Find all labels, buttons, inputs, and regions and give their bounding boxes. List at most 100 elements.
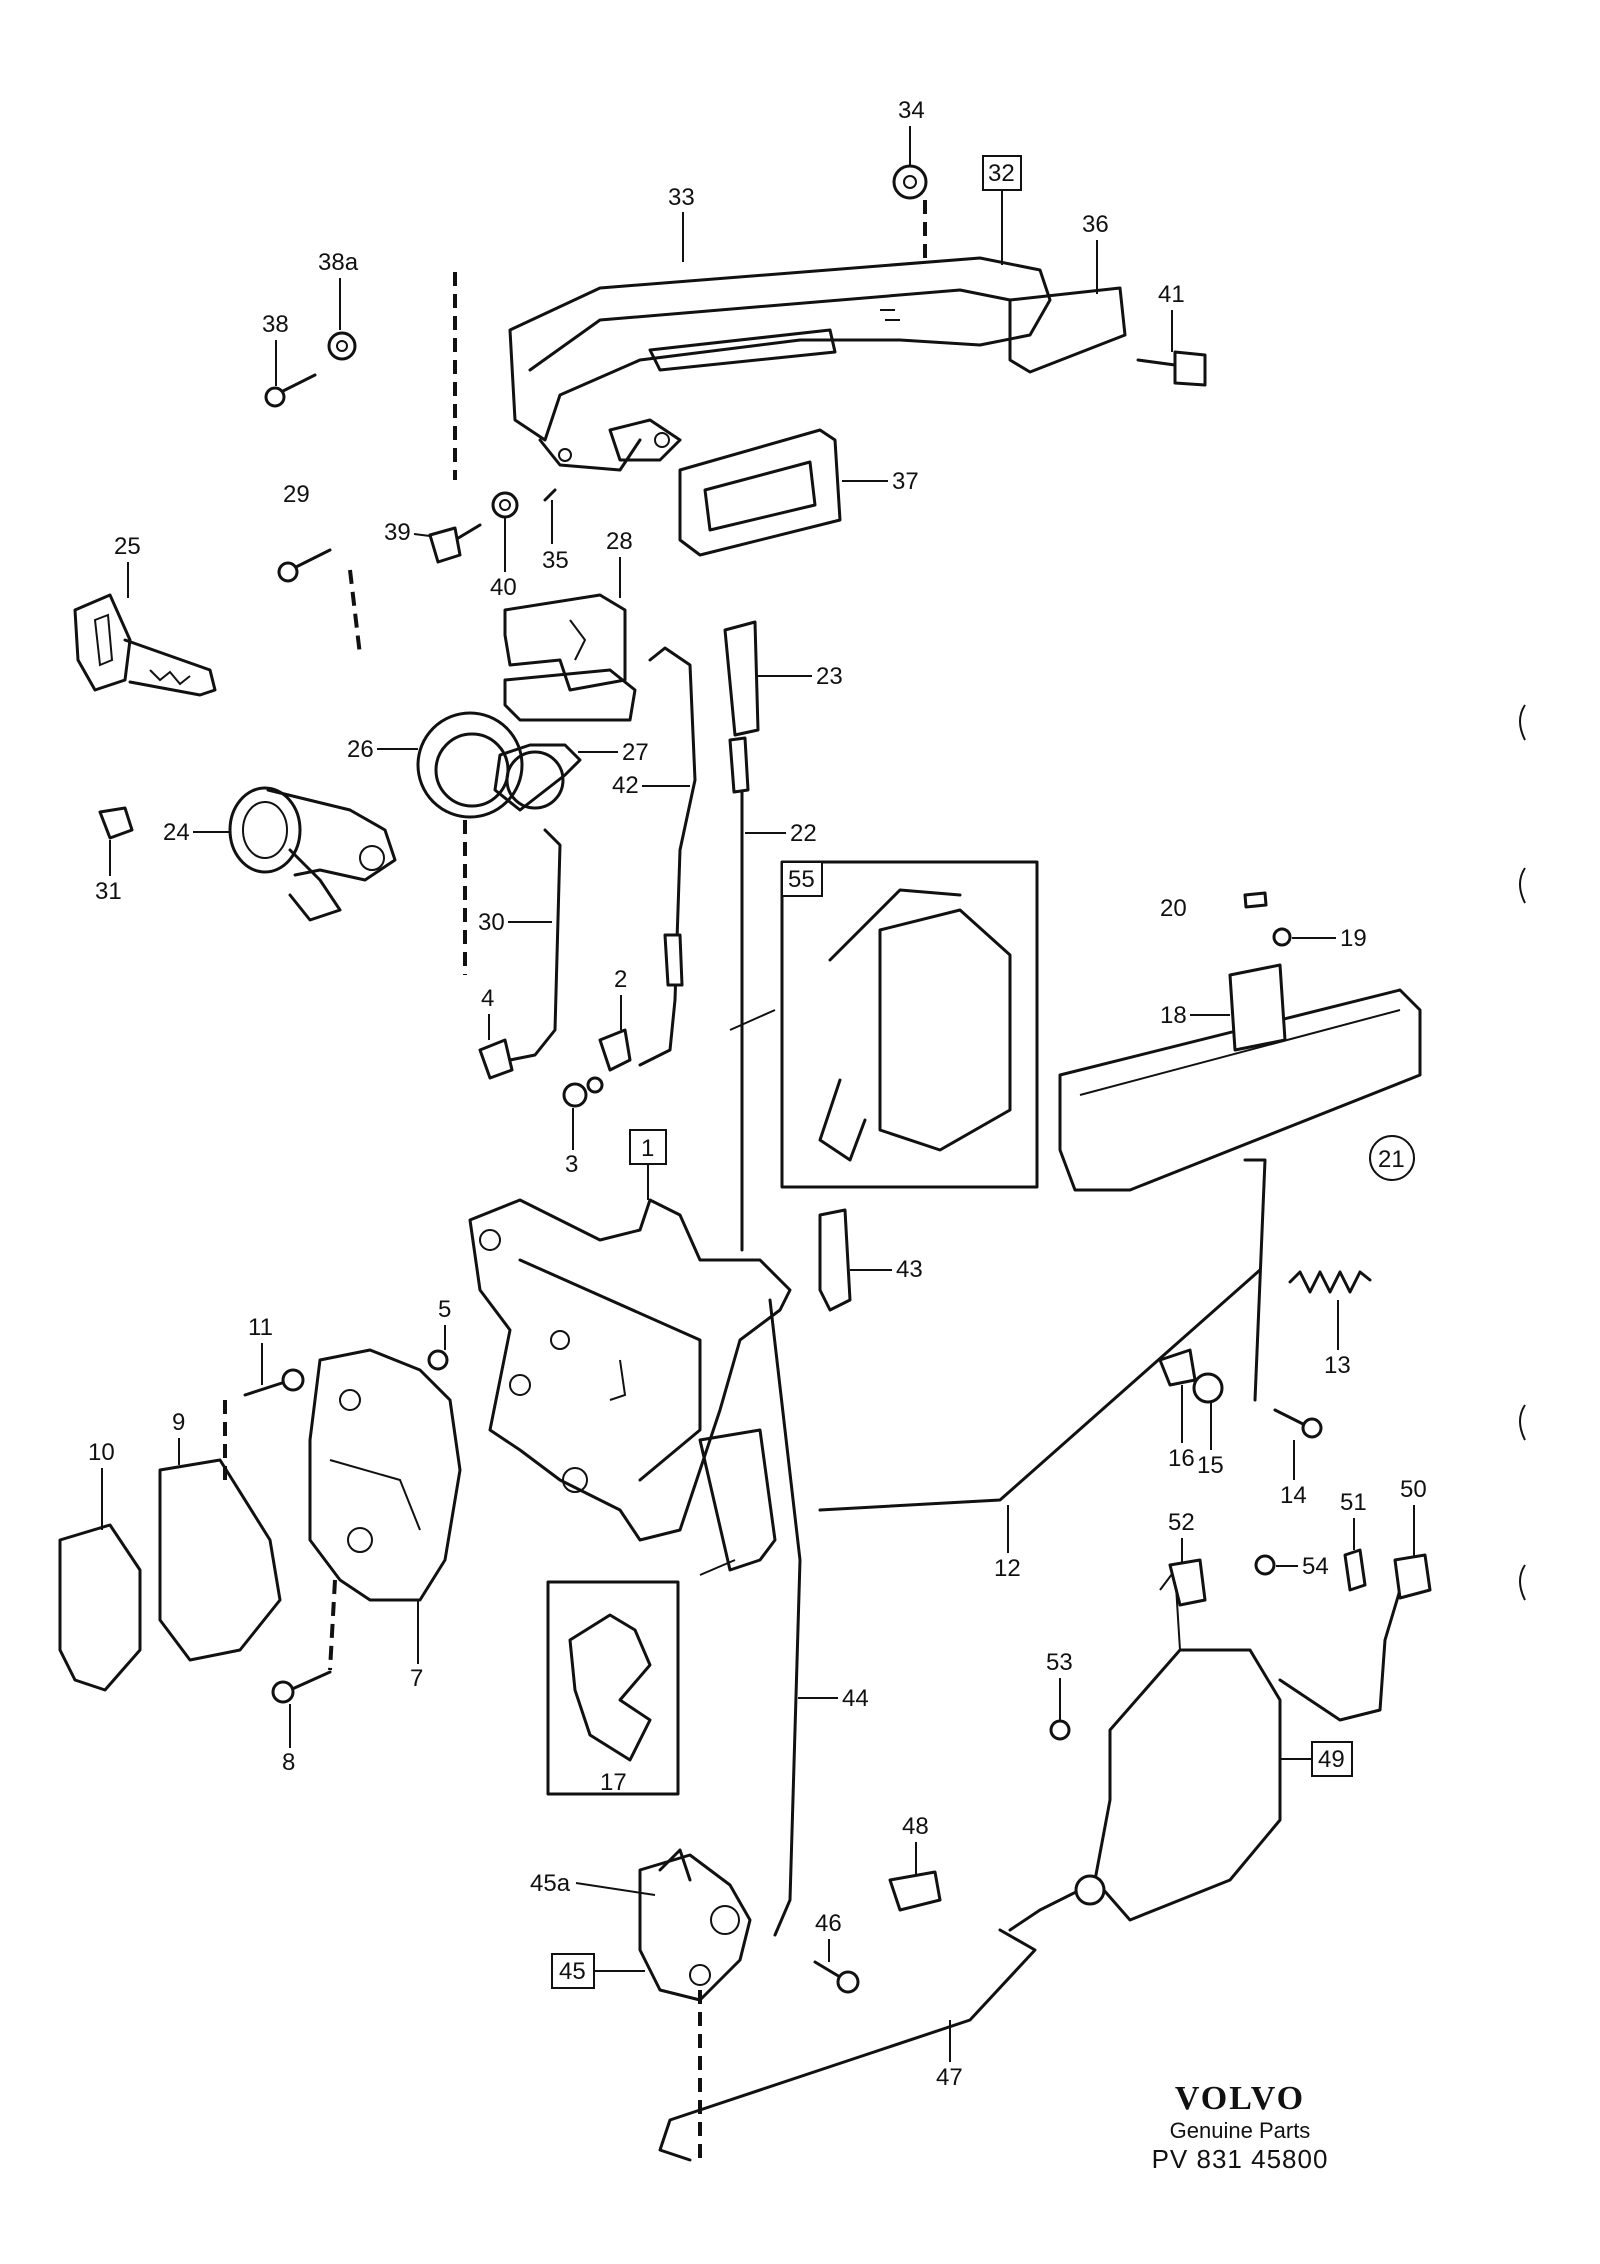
remote-control-45-drawing — [638, 1848, 752, 2002]
screw-11-drawing — [243, 1368, 305, 1397]
lock-cylinder-24-drawing — [228, 786, 397, 922]
label-44: 44 — [842, 1685, 869, 1712]
label-41: 41 — [1158, 281, 1185, 308]
clip-2-drawing — [598, 1028, 632, 1072]
screw-54-drawing — [1254, 1554, 1276, 1576]
label-45: 45 — [559, 1958, 586, 1985]
label-20: 20 — [1160, 895, 1187, 922]
label-38a: 38a — [318, 249, 359, 276]
label-box-1 — [629, 1129, 667, 1165]
label-55: 55 — [788, 866, 815, 893]
label-25: 25 — [114, 533, 141, 560]
screw-5-drawing — [427, 1349, 449, 1371]
label-11: 11 — [248, 1314, 273, 1341]
label-box-32 — [982, 155, 1022, 191]
brand-logo: VOLVO — [1174, 2080, 1306, 2117]
handle-gasket-drawing — [678, 428, 842, 557]
label-45a: 45a — [530, 1870, 571, 1897]
label-31: 31 — [95, 878, 122, 905]
label-16: 16 — [1168, 1445, 1195, 1472]
screw-39-drawing — [428, 523, 482, 564]
clip-17-detail-drawing — [546, 1559, 736, 1796]
plate-10-drawing — [58, 1523, 142, 1692]
reinforcement-dashline — [348, 569, 362, 656]
label-54: 54 — [1302, 1553, 1329, 1580]
margin-mark-3 — [1519, 1404, 1526, 1441]
seal-ring-26-drawing — [416, 711, 524, 819]
label-52: 52 — [1168, 1509, 1195, 1536]
label-32: 32 — [988, 160, 1015, 187]
label-8: 8 — [282, 1749, 295, 1776]
shim-9-drawing — [158, 1458, 282, 1662]
label-53: 53 — [1046, 1649, 1073, 1676]
label-40: 40 — [490, 574, 517, 601]
rod-12-drawing — [818, 1268, 1262, 1512]
label-49: 49 — [1318, 1746, 1345, 1773]
label-box-55 — [781, 861, 823, 897]
rod-30-drawing — [463, 820, 562, 1062]
bracket-52-drawing — [1168, 1558, 1207, 1607]
label-47: 47 — [936, 2064, 963, 2091]
striker-7-drawing — [308, 1348, 462, 1602]
bracket-rod-drawing — [1243, 1158, 1267, 1402]
label-circle-21 — [1369, 1135, 1415, 1181]
screw-8-drawing — [271, 1670, 332, 1704]
margin-mark-1 — [1519, 704, 1526, 741]
label-42: 42 — [612, 772, 639, 799]
label-35: 35 — [542, 547, 569, 574]
washer-40-drawing — [491, 491, 519, 519]
label-26: 26 — [347, 736, 374, 763]
nut-3-drawing — [562, 1076, 604, 1108]
leader-39 — [413, 533, 431, 537]
label-2: 2 — [614, 966, 627, 993]
label-23: 23 — [816, 663, 843, 690]
label-50: 50 — [1400, 1476, 1427, 1503]
reinforcement-28-drawing — [503, 593, 637, 722]
label-5: 5 — [438, 1296, 451, 1323]
clip-43-drawing — [818, 1208, 852, 1312]
door-lock-1-drawing — [468, 1198, 792, 1542]
label-14: 14 — [1280, 1482, 1307, 1509]
label-3: 3 — [565, 1151, 578, 1178]
label-29: 29 — [283, 481, 310, 508]
bracket-27-drawing — [493, 743, 582, 812]
label-21: 21 — [1378, 1146, 1405, 1173]
brand-subtitle: Genuine Parts — [1169, 2118, 1311, 2143]
label-46: 46 — [815, 1910, 842, 1937]
washer-38a-drawing — [327, 331, 357, 361]
connector-50-51-drawing — [1278, 1548, 1432, 1722]
margin-mark-4 — [1519, 1564, 1526, 1601]
rod-22-drawing — [728, 736, 750, 1252]
label-30: 30 — [478, 909, 505, 936]
nut-34-drawing — [892, 164, 928, 258]
label-22: 22 — [790, 820, 817, 847]
label-24: 24 — [163, 819, 190, 846]
label-36: 36 — [1082, 211, 1109, 238]
label-38: 38 — [262, 311, 289, 338]
escutcheon-plate-drawing — [1008, 286, 1127, 374]
clip-48-drawing — [888, 1870, 942, 1912]
label-4: 4 — [481, 985, 494, 1012]
leader-45a — [575, 1882, 656, 1896]
clip-4-drawing — [478, 1038, 514, 1080]
motor-55-detail-drawing — [729, 860, 1039, 1189]
label-15: 15 — [1197, 1452, 1224, 1479]
lock-button-23-drawing — [723, 620, 760, 737]
label-9: 9 — [172, 1409, 185, 1436]
screw-14-drawing — [1273, 1408, 1323, 1439]
lever-arm-drawing — [698, 1428, 777, 1572]
label-39: 39 — [384, 519, 411, 546]
label-48: 48 — [902, 1813, 929, 1840]
branding-block: VOLVO Genuine Parts PV 831 45800 — [1110, 2080, 1370, 2174]
label-51: 51 — [1340, 1489, 1367, 1516]
rod-42-drawing — [638, 646, 697, 1067]
label-34: 34 — [898, 97, 925, 124]
screw-46-drawing — [813, 1960, 860, 1994]
spring-13-drawing — [1288, 1270, 1372, 1294]
label-13: 13 — [1324, 1352, 1351, 1379]
rod-44-drawing — [768, 1298, 802, 1937]
label-27: 27 — [622, 739, 649, 766]
label-7: 7 — [410, 1665, 423, 1692]
label-19: 19 — [1340, 925, 1367, 952]
outer-handle-drawing — [508, 256, 1052, 472]
